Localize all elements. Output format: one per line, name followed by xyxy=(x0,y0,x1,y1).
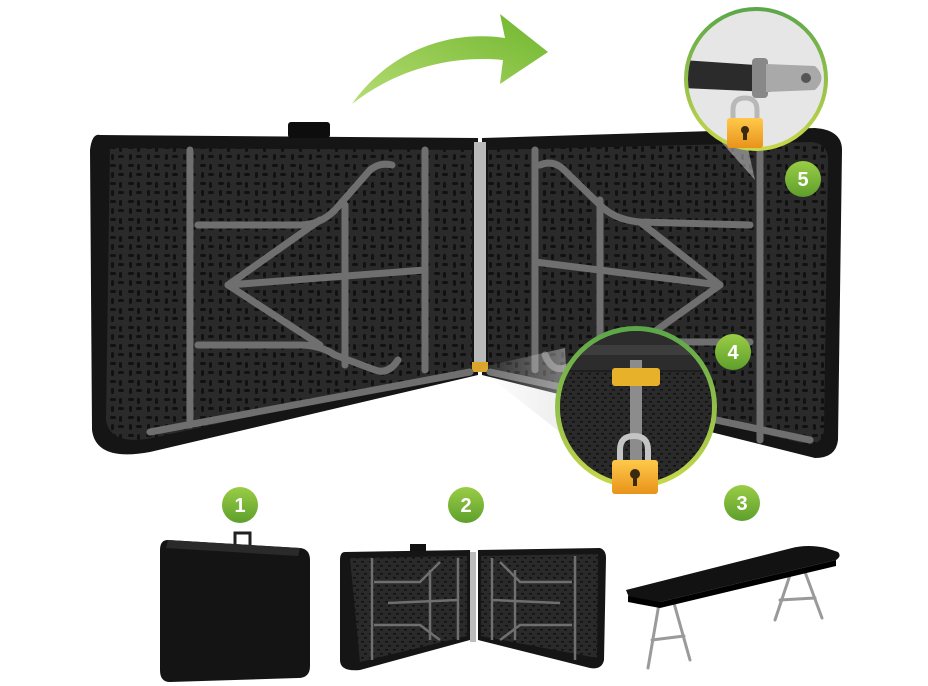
step-number: 2 xyxy=(460,495,471,517)
step-number: 1 xyxy=(234,495,245,517)
padlock-icon xyxy=(612,432,658,494)
step-badge-2: 2 xyxy=(448,487,484,523)
curved-arrow-icon xyxy=(352,14,548,104)
step-number: 4 xyxy=(727,342,739,364)
step-number: 3 xyxy=(736,493,747,515)
padlock-icon xyxy=(727,95,763,148)
folded-table-suitcase xyxy=(160,531,310,682)
step-badge-4: 4 xyxy=(715,334,751,370)
detail-circle-lock-hinge xyxy=(684,7,828,151)
step-badge-1: 1 xyxy=(222,487,258,523)
open-standing-table xyxy=(626,546,840,670)
detail-circle-center-lock xyxy=(555,326,717,494)
callout-beam xyxy=(478,348,570,440)
step-badge-3: 3 xyxy=(724,485,760,521)
step-badge-5: 5 xyxy=(785,161,821,197)
main-table-underside xyxy=(90,122,842,458)
half-open-table xyxy=(340,544,606,671)
step-number: 5 xyxy=(797,169,808,191)
